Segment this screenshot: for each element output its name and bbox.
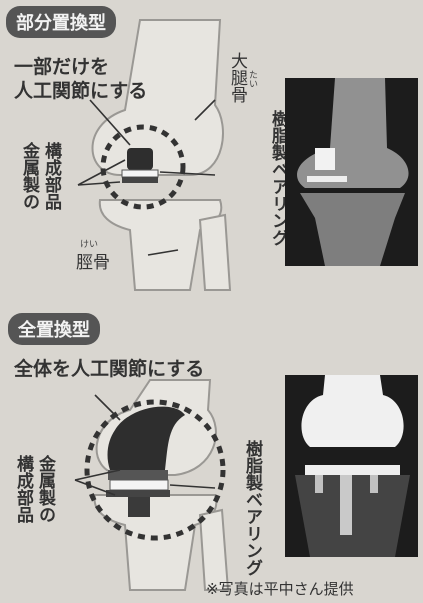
photo-credit: ※写真は平中さん提供	[206, 578, 354, 599]
total-metal-line1: 金属製の	[34, 455, 54, 523]
partial-bearing-label: 樹脂製ベアリング	[248, 110, 288, 270]
partial-badge: 部分置換型	[6, 6, 116, 38]
partial-caption-line1: 一部だけを	[14, 52, 109, 79]
partial-metal-line2: 構成部品	[40, 142, 60, 210]
partial-tibia-label: 脛骨	[76, 248, 110, 273]
partial-metal-line1: 金属製の	[18, 142, 38, 210]
partial-femur-ruby: たい	[246, 70, 259, 88]
partial-implant	[122, 148, 158, 183]
total-bearing-label: 樹脂製ベアリング	[222, 440, 262, 600]
total-xray-photo	[285, 375, 418, 557]
partial-tibia	[100, 200, 230, 290]
partial-xray-photo	[285, 78, 418, 266]
partial-tibia-ruby: けい	[80, 237, 98, 250]
total-badge: 全置換型	[8, 313, 100, 345]
partial-femur-label: 大腿骨	[226, 52, 246, 103]
partial-caption-line2: 人工関節にする	[14, 76, 147, 103]
total-caption: 全体を人工関節にする	[14, 354, 204, 381]
total-metal-line2: 構成部品	[12, 455, 32, 523]
